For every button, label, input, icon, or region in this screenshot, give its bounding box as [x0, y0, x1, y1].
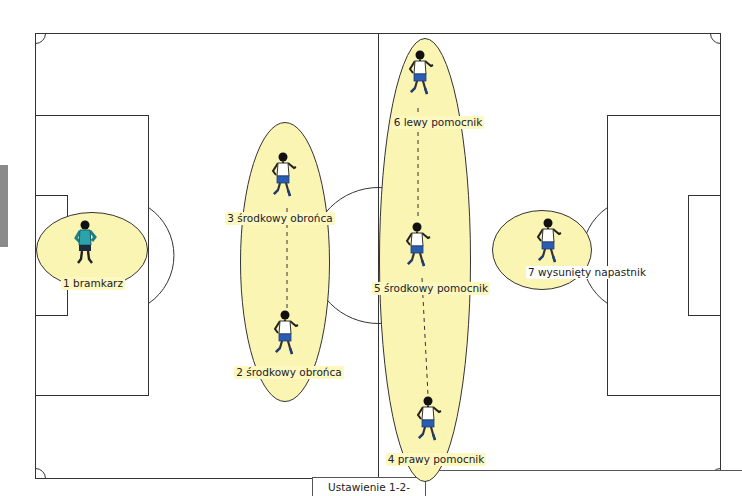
player-group: 7 wysunięty napastnik: [492, 210, 592, 290]
player-label: 6 lewy pomocnik: [392, 116, 485, 129]
overlay-box: [426, 471, 742, 496]
side-bar: [0, 165, 8, 247]
penalty-arc: [149, 208, 174, 304]
corner-arc: [711, 34, 721, 44]
penalty-area: [36, 116, 149, 396]
link-line: [287, 108, 428, 395]
player-figure: [273, 153, 296, 197]
player-label: 3 środkowy obrońca: [225, 212, 334, 225]
player-figure: [275, 311, 298, 355]
player-label: 4 prawy pomocnik: [386, 453, 487, 466]
penalty-area: [608, 116, 721, 396]
player-label: 1 bramkarz: [61, 277, 125, 290]
player-label: 2 środkowy obrońca: [234, 366, 343, 379]
player-label: 7 wysunięty napastnik: [526, 266, 648, 279]
corner-arc: [36, 34, 46, 44]
dashed-link: [418, 108, 419, 220]
caption-box: [313, 478, 426, 496]
dashed-link: [422, 278, 428, 395]
player-figure: [418, 397, 441, 441]
goal-area: [689, 196, 721, 316]
halfway-line: [378, 34, 379, 479]
goalkeeper-figure: [76, 221, 95, 264]
dashed-link: [287, 208, 288, 308]
player-figure: [410, 51, 433, 95]
player-figure: [538, 219, 561, 263]
ellipse-outline: [241, 123, 330, 402]
pitch-lines: [36, 34, 721, 479]
corner-arc: [36, 469, 46, 479]
ellipse-outline: [380, 39, 471, 482]
player-group: 1 bramkarz: [36, 212, 148, 288]
caption: Ustawienie 1-2-: [326, 480, 412, 494]
player-label: 5 środkowy pomocnik: [372, 282, 490, 295]
touchline: [36, 34, 721, 479]
player-figure: [407, 223, 430, 267]
